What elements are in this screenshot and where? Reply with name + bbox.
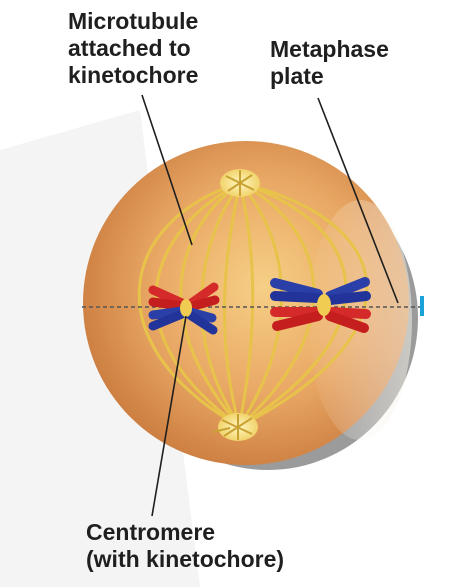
chromatid-blue (270, 291, 323, 303)
chromatid-red (272, 311, 323, 331)
microtubule-label-line-1: Microtubule (68, 8, 199, 34)
centromere (180, 299, 192, 317)
metaphase-label-line-1: Metaphase (270, 36, 389, 62)
centromere-label: Centromere (with kinetochore) (86, 519, 284, 573)
chromatid-red (325, 311, 369, 333)
centromere (317, 294, 331, 316)
chromatid-red (185, 282, 219, 309)
metaphase-plate-pointer-line (317, 97, 399, 304)
microtubule-label-line-3: kinetochore (68, 62, 199, 88)
chromatid-red (148, 297, 187, 311)
chromatid-blue (185, 310, 218, 335)
microtubule-pointer-line (141, 94, 193, 246)
metaphase-plate-label: Metaphase plate (270, 36, 389, 90)
metaphase-label-line-2: plate (270, 63, 324, 89)
microtubule-label-line-2: attached to (68, 35, 191, 61)
chromatid-blue (325, 291, 371, 305)
spindle-fibers (137, 181, 369, 424)
chromatid-red (325, 307, 371, 319)
chromatid-blue (148, 309, 187, 331)
chromatid-red (185, 295, 220, 312)
chromatid-blue (325, 277, 370, 301)
plate-end-mark (420, 296, 424, 316)
centromere-label-line-2: (with kinetochore) (86, 546, 285, 572)
upper-centrosome (220, 169, 260, 197)
left-chromosome-group (148, 282, 220, 335)
centromere-pointer-line (151, 315, 187, 517)
microtubule-label: Microtubule attached to kinetochore (68, 8, 198, 89)
lower-centrosome (212, 413, 258, 441)
chromatid-blue (270, 278, 323, 299)
right-chromosome-group (270, 277, 371, 333)
centromere-label-line-1: Centromere (86, 519, 216, 545)
